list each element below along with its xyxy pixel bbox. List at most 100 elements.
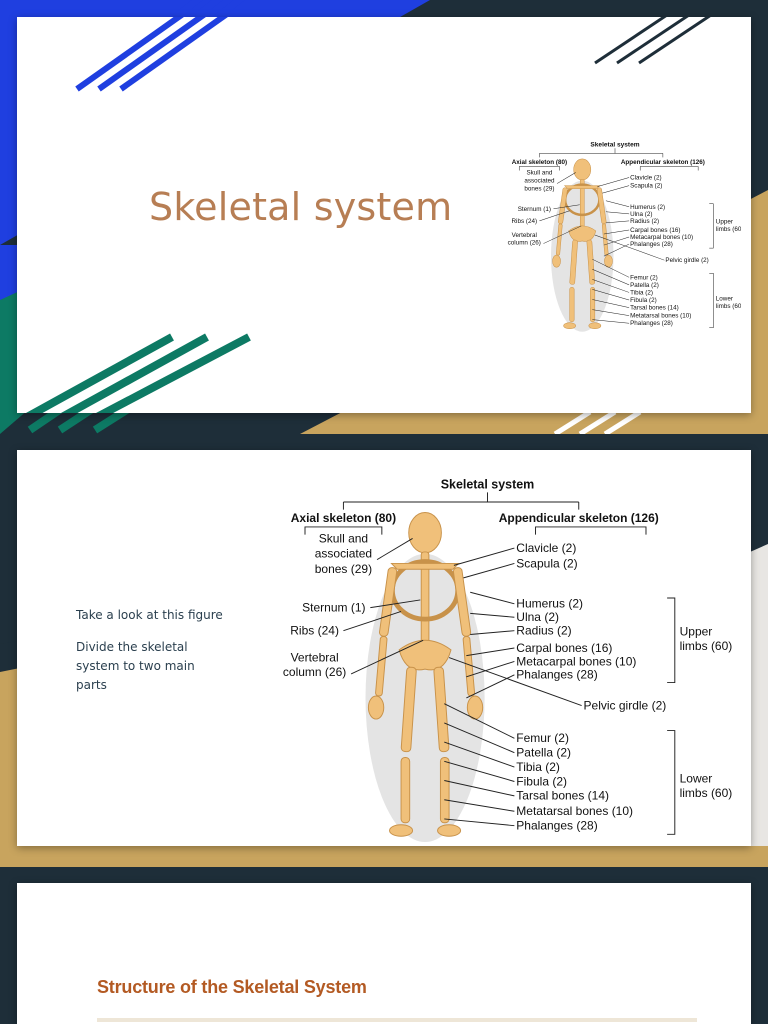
upper-limb-label: Humerus (2) [630, 204, 665, 211]
slide-3: Structure of the Skeletal System [17, 883, 751, 1024]
leader-line [444, 760, 515, 782]
right-hand [466, 695, 484, 720]
slide-1-title: Skeletal system [149, 185, 453, 229]
left-foot [563, 322, 576, 329]
appendicular-label: Appendicular skeleton (126) [621, 159, 705, 166]
left-forearm [375, 635, 388, 697]
skull-label: bones (29) [315, 562, 372, 576]
lower-limb-label: Metatarsal bones (10) [630, 313, 691, 320]
skull-label: associated [315, 547, 372, 561]
lower-limb-label: Patella (2) [630, 282, 659, 289]
leader-line [605, 220, 630, 224]
leader-line [543, 225, 582, 244]
ribs-label: Ribs (24) [512, 218, 538, 225]
skeleton-figure [552, 158, 613, 329]
leader-line [556, 172, 576, 184]
leader-line [463, 562, 515, 579]
pelvic-label: Pelvic girdle (2) [584, 698, 667, 712]
leader-line [470, 630, 515, 636]
leader-line [592, 279, 630, 293]
lower-limb-group: limbs (60) [680, 786, 733, 800]
lower-limb-group: limbs (60) [716, 303, 741, 310]
pelvic-label: Pelvic girdle (2) [665, 257, 708, 264]
tree-connector [342, 492, 580, 510]
lower-limb-label: Metatarsal bones (10) [516, 804, 633, 818]
leader-line [376, 538, 413, 561]
slide-2: Take a look at this figure Divide the sk… [17, 450, 751, 846]
leader-line [605, 200, 630, 208]
scapula-label: Scapula (2) [630, 183, 662, 190]
pelvis [568, 225, 597, 242]
upper-limb-label: Metacarpal bones (10) [630, 234, 693, 241]
clavicle-label: Clavicle (2) [630, 175, 662, 182]
appendicular-bracket [639, 166, 699, 171]
leader-line [602, 185, 630, 194]
left-tibia [569, 287, 575, 322]
leader-line [444, 703, 515, 739]
clavicle [390, 562, 460, 570]
upper-limb-label: Carpal bones (16) [630, 227, 680, 234]
body-silhouette [550, 180, 614, 332]
sternum-label: Sternum (1) [518, 206, 551, 213]
lower-limb-label: Tibia (2) [630, 289, 653, 296]
leader-line [370, 599, 421, 609]
right-tibia [439, 756, 450, 824]
leader-line [592, 299, 630, 308]
leader-line [444, 722, 515, 754]
upper-limb-label: Metacarpal bones (10) [516, 654, 636, 668]
faded-paragraph-line [97, 1018, 697, 1022]
left-hand [367, 695, 385, 720]
skull [573, 158, 592, 181]
axial-bracket [518, 166, 560, 171]
skull-label: associated [524, 178, 555, 185]
leader-line [592, 269, 630, 286]
skull-label: Skull and [526, 170, 552, 177]
vertebral-label: Vertebral [291, 650, 339, 664]
vertebral-label: column (26) [508, 240, 541, 247]
scapula-label: Scapula (2) [516, 556, 577, 570]
upper-limb-group: limbs (60) [716, 226, 741, 233]
skull [408, 512, 442, 554]
lower-limb-label: Tarsal bones (14) [630, 305, 679, 312]
vertebral-label: column (26) [283, 665, 346, 679]
leader-line [466, 660, 515, 678]
appendicular-bracket [535, 526, 647, 535]
leader-line [444, 799, 515, 812]
upper-limb-label: Ulna (2) [630, 211, 652, 218]
slide-1-decor [25, 17, 711, 413]
left-foot [389, 824, 414, 837]
divide-instruction: Divide the skeletal system to two main p… [76, 640, 195, 692]
lower-limb-label: Phalanges (28) [516, 819, 597, 833]
upper-limb-label: Radius (2) [630, 218, 659, 225]
leader-line [603, 236, 630, 246]
upper-limb-group: Upper [680, 624, 713, 638]
sternum-label: Sternum (1) [302, 600, 365, 614]
upper-limb-label: Ulna (2) [516, 610, 559, 624]
upper-limb-group: Upper [716, 218, 733, 225]
axial-label: Axial skeleton (80) [512, 159, 567, 166]
leader-line [470, 612, 515, 618]
figure-instruction: Take a look at this figure [76, 608, 223, 622]
left-femur [569, 239, 578, 285]
slide-3-frame: Structure of the Skeletal System [0, 867, 768, 1024]
lower-limb-label: Patella (2) [516, 746, 571, 760]
skull-label: Skull and [319, 531, 368, 545]
right-femur [433, 666, 450, 753]
leader-line [343, 611, 402, 632]
lower-limb-label: Femur (2) [516, 731, 569, 745]
leader-line [470, 591, 515, 605]
lower-limb-label: Tarsal bones (14) [516, 789, 609, 803]
leader-line [592, 289, 630, 301]
axial-label: Axial skeleton (80) [291, 511, 396, 525]
leader-line [592, 309, 630, 316]
upper-limb-group: limbs (60) [680, 639, 733, 653]
appendicular-label: Appendicular skeleton (126) [499, 511, 659, 525]
lower-limb-label: Fibula (2) [516, 774, 567, 788]
leader-line [350, 639, 424, 675]
leader-line [444, 741, 515, 768]
right-hand [604, 254, 613, 268]
